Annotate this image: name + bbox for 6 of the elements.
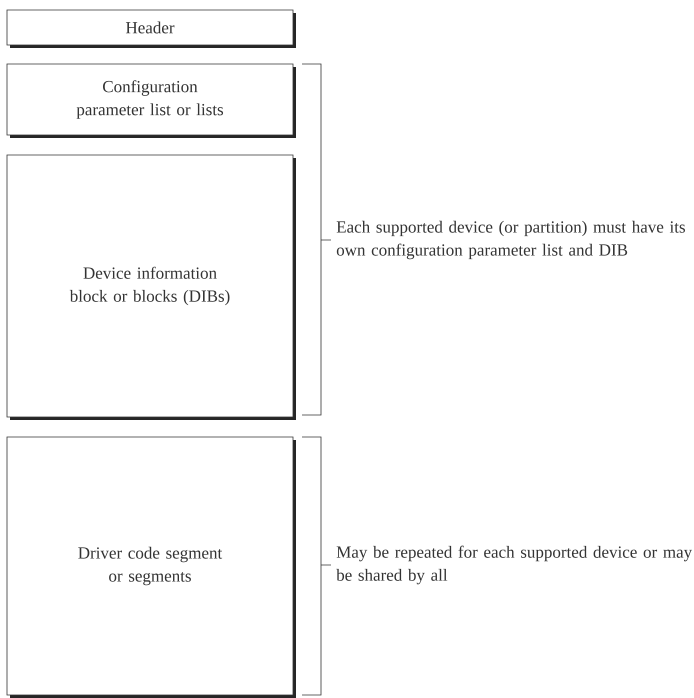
note-text: Each supported device (or partition) must have its own configuration parameter list and DIB <box>336 220 685 260</box>
block-box: Header <box>6 10 296 48</box>
block-box: Configuration parameter list or lists <box>6 64 296 138</box>
block-box: Driver code segment or segments <box>6 436 296 698</box>
block-box: Device information block or blocks (DIBs) <box>6 154 296 420</box>
note-text: May be repeated for each supported device or may be shared by all <box>336 546 692 584</box>
